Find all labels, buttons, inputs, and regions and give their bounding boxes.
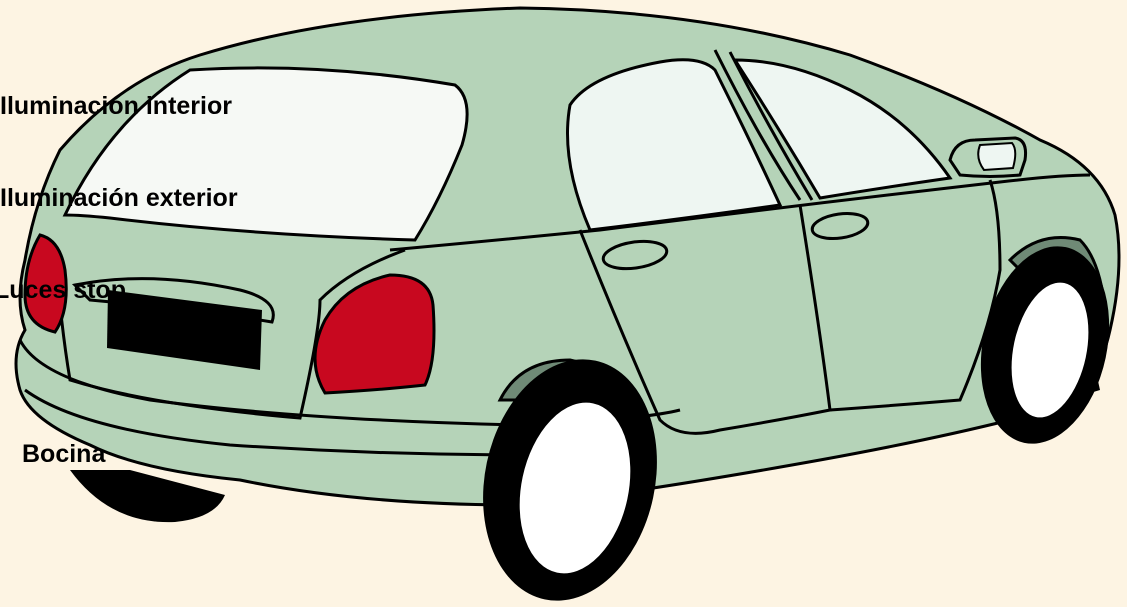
side-mirror xyxy=(950,138,1026,177)
label-stop-lights[interactable]: Luces stop xyxy=(0,278,126,303)
label-interior-lighting[interactable]: Iluminación interior xyxy=(0,94,232,119)
label-exterior-lighting[interactable]: Iluminación exterior xyxy=(0,186,238,211)
label-horn[interactable]: Bocina xyxy=(22,442,105,467)
